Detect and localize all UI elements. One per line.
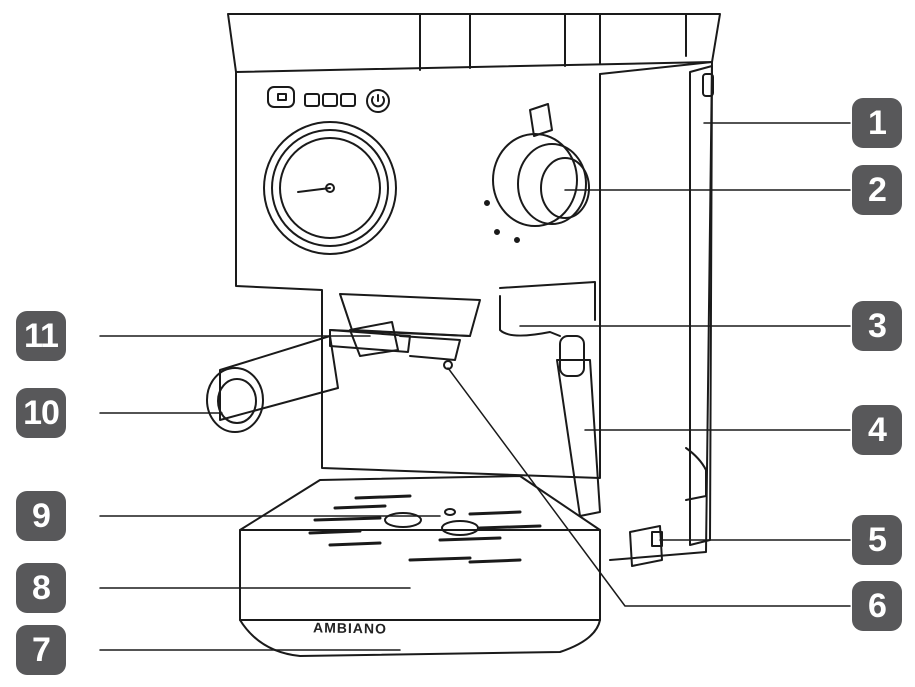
indicator-2 (322, 93, 338, 107)
portafilter-spout (399, 335, 461, 361)
button-left-glyph (277, 93, 287, 101)
gauge-bezel (263, 121, 397, 255)
side-panel (599, 61, 713, 561)
leader-6 (447, 367, 851, 607)
knob-base (492, 133, 578, 227)
callout-badge-11: 11 (16, 311, 66, 361)
power-button (366, 89, 390, 113)
steam-knob (559, 335, 585, 377)
callout-badge-1: 1 (852, 98, 902, 148)
steam-wand (556, 359, 601, 517)
callout-badge-3: 3 (852, 301, 902, 351)
gauge-needle (297, 187, 331, 193)
callout-badge-4: 4 (852, 405, 902, 455)
gauge-ring (271, 129, 389, 247)
drip-tray-body (239, 475, 601, 621)
gauge-pivot (325, 183, 335, 193)
steam-arm (499, 281, 596, 321)
brand-logo: AMBIANO (312, 619, 388, 637)
callout-badge-2: 2 (852, 165, 902, 215)
knob-dot (514, 237, 520, 243)
handle-end-inner (217, 378, 257, 424)
power-switch (629, 525, 663, 567)
top-lid (227, 13, 721, 73)
callout-badge-9: 9 (16, 491, 66, 541)
grid-hole (441, 520, 479, 536)
handle-end (206, 367, 264, 433)
indicator-3 (340, 93, 356, 107)
portafilter-handle (219, 335, 339, 421)
indicator-1 (304, 93, 320, 107)
callout-badge-8: 8 (16, 563, 66, 613)
knob-dot (484, 200, 490, 206)
callout-lines (99, 122, 851, 651)
callout-badge-7: 7 (16, 625, 66, 675)
steam-pipe (499, 295, 561, 337)
callout-badge-10: 10 (16, 388, 66, 438)
tank-window (685, 447, 707, 501)
callout-badge-5: 5 (852, 515, 902, 565)
knob-ring (517, 143, 587, 225)
body-front (235, 71, 601, 479)
power-glyph (371, 94, 385, 108)
grid-hole (444, 508, 456, 516)
grid-slots (308, 494, 542, 564)
gauge-face (279, 137, 381, 239)
knob-handle (529, 103, 553, 137)
brew-head (339, 293, 481, 337)
drip-tray-base (239, 619, 601, 657)
callout-badge-6: 6 (852, 581, 902, 631)
portafilter-latch (349, 321, 399, 357)
tank-latch (702, 73, 714, 97)
button-left (267, 86, 295, 108)
grid-hole (384, 512, 422, 528)
knob-dot (494, 229, 500, 235)
power-switch-rocker (651, 531, 663, 547)
knob-cap (540, 157, 590, 219)
